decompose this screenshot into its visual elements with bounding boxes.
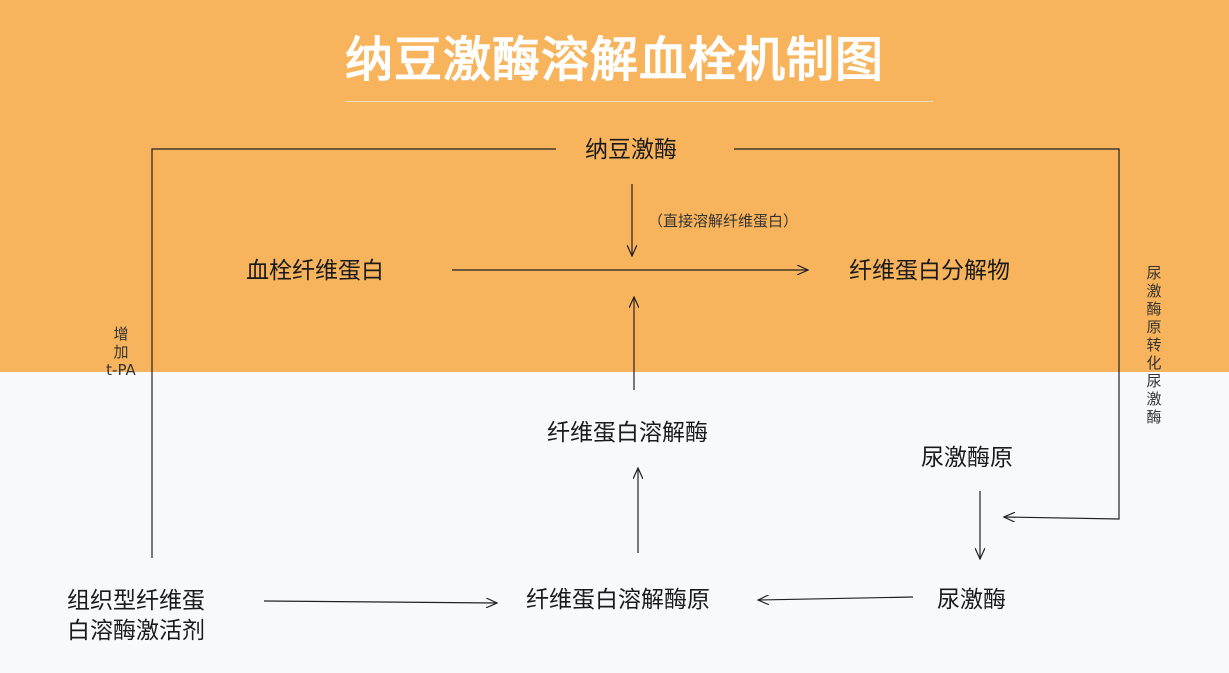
title-divider: [345, 101, 933, 102]
note-increase-tpa: 增 加 t-PA: [104, 325, 138, 379]
page-title: 纳豆激酶溶解血栓机制图: [344, 32, 884, 88]
note-increase-tpa-1: 增: [113, 325, 129, 343]
note-convert-7: 尿: [1146, 372, 1162, 390]
note-convert-5: 转: [1146, 336, 1162, 354]
node-nattokinase: 纳豆激酶: [585, 137, 677, 163]
node-thrombus-fibrin: 血栓纤维蛋白: [246, 258, 384, 284]
note-convert-9: 酶: [1146, 408, 1162, 426]
tpa-to-plasminogen-arrow: [263, 601, 497, 603]
top-band-background: [0, 0, 1229, 372]
node-tpa: 组织型纤维蛋 白溶酶激活剂: [67, 586, 205, 646]
note-convert-3: 酶: [1146, 300, 1162, 318]
urokinase-to-plasminogen-arrow: [758, 597, 914, 600]
tpa-to-nattokinase-line: [151, 148, 556, 558]
note-increase-tpa-2: 加: [113, 343, 129, 361]
note-convert-4: 原: [1146, 318, 1162, 336]
node-tpa-line-2: 白溶酶激活剂: [67, 618, 205, 644]
note-convert-8: 激: [1146, 390, 1162, 408]
node-plasmin: 纤维蛋白溶解酶: [547, 420, 708, 446]
note-increase-tpa-3: t-PA: [106, 361, 136, 379]
node-prourokinase: 尿激酶原: [921, 445, 1013, 471]
nattokinase-to-prourokinase-line: [734, 148, 1120, 519]
note-convert-urokinase: 尿 激 酶 原 转 化 尿 激 酶: [1140, 264, 1168, 426]
node-urokinase: 尿激酶: [937, 587, 1006, 613]
note-direct-dissolve: （直接溶解纤维蛋白）: [648, 212, 799, 230]
node-plasminogen: 纤维蛋白溶解酶原: [526, 587, 710, 613]
note-convert-2: 激: [1146, 282, 1162, 300]
node-fibrin-products: 纤维蛋白分解物: [849, 258, 1010, 284]
note-convert-6: 化: [1146, 354, 1162, 372]
node-tpa-line-1: 组织型纤维蛋: [67, 588, 205, 614]
note-convert-1: 尿: [1146, 264, 1162, 282]
